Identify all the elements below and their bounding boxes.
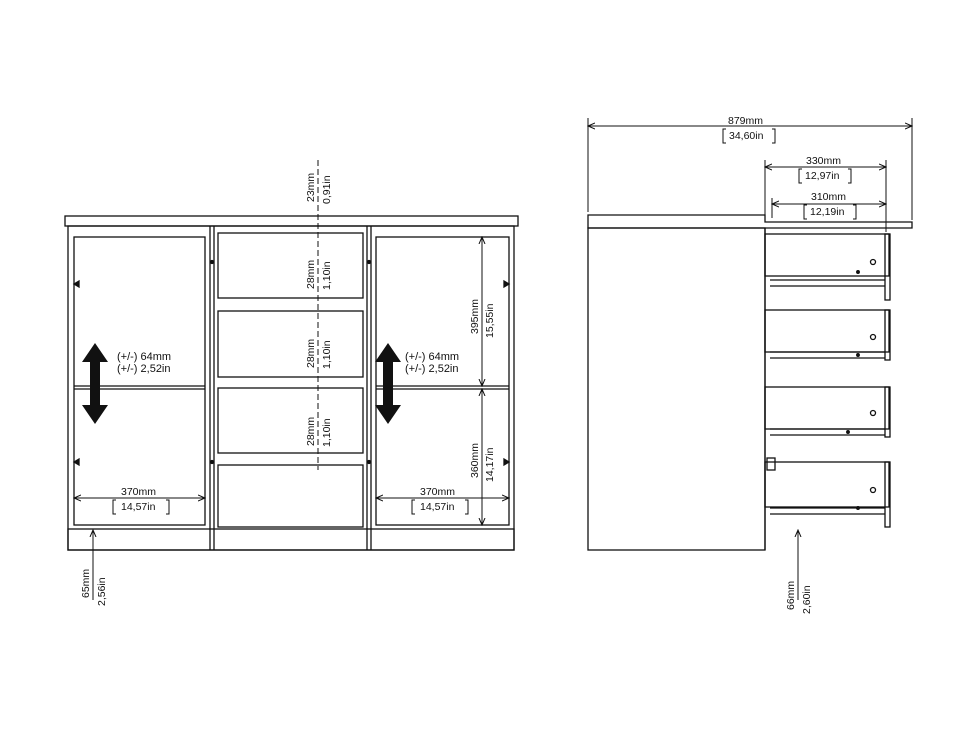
- shelf-adjust-left-mm-label: (+/-) 64mm: [117, 351, 171, 363]
- side-body: [587, 227, 766, 551]
- cabinet-top: [64, 215, 519, 227]
- drawer-inner-in-label: 12,19in: [810, 206, 845, 218]
- hinge-left-bottom: [72, 457, 80, 467]
- shelf-upper-in-label: 15,55in: [484, 303, 496, 338]
- drawer-gap-2-mm-label: 28mm: [305, 339, 317, 368]
- front-center-dimension-line: [313, 160, 323, 470]
- drawer-3: [217, 387, 364, 454]
- front-labels: 23mm 0,91in 28mm 1,10in 28mm 1,10in 28mm…: [80, 173, 496, 606]
- front-leg-in-label: 2,56in: [96, 577, 108, 606]
- hinge-left-top: [72, 279, 80, 289]
- side-drawer-3: [764, 386, 891, 438]
- shelf-adjust-arrow-right: [375, 343, 401, 424]
- front-inch-brackets: [112, 499, 469, 515]
- shelf-adjust-right-in-label: (+/-) 2,52in: [405, 363, 459, 375]
- side-drawer-2: [764, 309, 891, 361]
- right-width-in-label: 14,57in: [420, 501, 455, 513]
- shelf-adjust-arrow-left: [82, 343, 108, 424]
- drawer-inner-mm-label: 310mm: [811, 191, 846, 203]
- depth-mm-label: 879mm: [728, 115, 763, 127]
- hinge-right-top: [503, 279, 511, 289]
- shelf-adjust-left-in-label: (+/-) 2,52in: [117, 363, 171, 375]
- drawer-gap-3-in-label: 1,10in: [321, 418, 333, 447]
- side-dimension-lines: [588, 118, 912, 600]
- side-leg-mm-label: 66mm: [785, 581, 797, 610]
- side-inch-brackets: [722, 128, 857, 220]
- side-top-board: [587, 214, 913, 229]
- left-width-in-label: 14,57in: [121, 501, 156, 513]
- top-gap-mm-label: 23mm: [305, 173, 317, 202]
- drawer-gap-1-in-label: 1,10in: [321, 261, 333, 290]
- drawer-1: [217, 232, 364, 299]
- drawer-gap-2-in-label: 1,10in: [321, 340, 333, 369]
- side-drawer-1: [764, 233, 891, 301]
- left-compartment: [73, 236, 206, 526]
- depth-in-label: 34,60in: [729, 130, 764, 142]
- shelf-lower-mm-label: 360mm: [469, 443, 481, 478]
- drawer-gap-1-mm-label: 28mm: [305, 260, 317, 289]
- top-gap-in-label: 0,91in: [321, 175, 333, 204]
- drawer-4: [217, 464, 364, 528]
- side-leg-in-label: 2,60in: [801, 585, 813, 614]
- side-drawer-4: [764, 457, 891, 528]
- drawer-outer-mm-label: 330mm: [806, 155, 841, 167]
- side-view: [587, 214, 913, 551]
- drawer-2: [217, 310, 364, 378]
- shelf-upper-mm-label: 395mm: [469, 299, 481, 334]
- right-width-mm-label: 370mm: [420, 486, 455, 498]
- shelf-lower-in-label: 14,17in: [484, 447, 496, 482]
- hinge-right-bottom: [503, 457, 511, 467]
- drawer-gap-3-mm-label: 28mm: [305, 417, 317, 446]
- side-labels: 879mm 34,60in 330mm 12,97in 310mm 12,19i…: [728, 115, 846, 614]
- cabinet-plinth: [67, 528, 515, 551]
- shelf-adjust-right-mm-label: (+/-) 64mm: [405, 351, 459, 363]
- drawer-outer-in-label: 12,97in: [805, 170, 840, 182]
- front-leg-mm-label: 65mm: [80, 569, 92, 598]
- left-width-mm-label: 370mm: [121, 486, 156, 498]
- right-compartment: [375, 236, 510, 526]
- front-view: [64, 215, 519, 551]
